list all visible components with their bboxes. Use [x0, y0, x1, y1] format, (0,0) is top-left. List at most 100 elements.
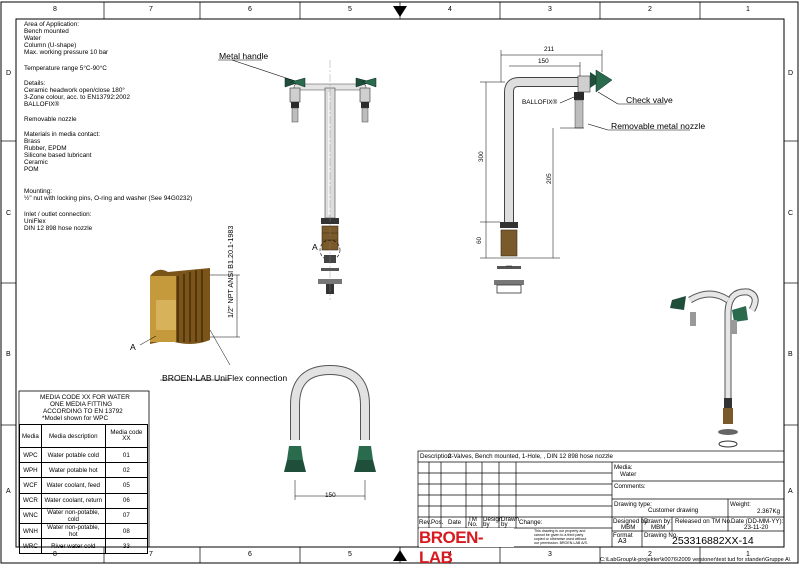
cell-description: River water cold: [40, 538, 106, 555]
description-value: 2-Valves, Bench mounted, 1-Hole, , DIN 1…: [448, 453, 613, 460]
format-value: A3: [618, 538, 627, 545]
designed-by-label: Designed by:: [613, 518, 650, 525]
detail-a-section: [139, 268, 240, 381]
cell-code: 07: [104, 507, 149, 524]
top-view: [284, 364, 376, 500]
comments-label: Comments:: [614, 483, 646, 490]
spec-line: Max. working pressure 10 bar: [24, 49, 109, 56]
isometric-view: [670, 288, 759, 448]
copyright-line: cannot be given to a third party: [534, 533, 584, 537]
drawn-by-header: Drawn by: [501, 516, 519, 529]
dim-205: 205: [546, 173, 553, 184]
spec-line: DIN 12 898 hose nozzle: [24, 225, 93, 232]
pos-header: Pos.: [431, 519, 444, 526]
zone-col-7: 7: [149, 6, 153, 13]
zone-col-7-bottom: 7: [149, 551, 153, 558]
spec-line: Water: [24, 35, 41, 42]
dim-300: 300: [478, 151, 485, 162]
cell-code: 06: [104, 492, 149, 509]
copyright-line: This drawing is our property and: [534, 529, 586, 533]
spec-line: Bench mounted: [24, 28, 69, 35]
drawing-type-label: Drawing type:: [614, 501, 652, 508]
cell-description: Water coolant, return: [40, 492, 106, 509]
table-header-row: Media Media description Media code XX: [19, 424, 149, 448]
cell-code: 05: [104, 477, 149, 494]
date-value: 23-11-20: [744, 524, 769, 531]
callout-uniflex: BROEN-LAB UniFlex connection: [162, 373, 288, 383]
zone-col-5-bottom: 5: [348, 551, 352, 558]
zone-col-3: 3: [548, 6, 552, 13]
design-by-header: Design by: [483, 516, 503, 529]
side-view: [494, 69, 613, 294]
zone-col-6-bottom: 6: [248, 551, 252, 558]
spec-line: Rubber, EPDM: [24, 145, 67, 152]
cell-description: Water non-potable, cold: [40, 507, 106, 524]
weight-value: 2.367Kg: [757, 508, 781, 515]
spec-line: BALLOFIX®: [24, 101, 60, 108]
section-marker-a: A: [312, 242, 318, 252]
media-title-line: ONE MEDIA FITTING: [50, 401, 113, 408]
zone-col-1: 1: [746, 6, 750, 13]
callout-thread: 1/2" NPT ANSI B1.20.1-1983: [226, 225, 235, 318]
spec-line: ½" nut with locking pins, O-ring and was…: [24, 195, 193, 202]
spec-line: Details:: [24, 80, 46, 87]
callout-removable-nozzle: Removable metal nozzle: [611, 121, 706, 131]
date-header: Date: [448, 519, 462, 526]
dim-150-top: 150: [325, 492, 336, 499]
zone-row-a: A: [6, 488, 11, 495]
rev-header: Rev.: [419, 519, 432, 526]
cell-media: WPH: [19, 462, 42, 479]
change-header: Change:: [519, 519, 543, 526]
center-mark-bottom: [393, 550, 407, 561]
front-view: [284, 60, 377, 300]
callout-check-valve: Check valve: [626, 95, 673, 105]
media-value: Water: [620, 471, 637, 478]
copyright-note: This drawing is our property and cannot …: [534, 529, 588, 545]
cell-description: Water potable hot: [40, 462, 106, 479]
header-code: Media code XX: [104, 424, 149, 448]
drawing-type-value: Customer drawing: [648, 507, 699, 514]
copyright-line: copied or otherwise used without: [534, 537, 587, 541]
detail-label-a: A: [130, 342, 136, 352]
spec-line: Inlet / outlet connection:: [24, 211, 92, 218]
cell-media: WPC: [19, 446, 42, 464]
cell-description: Water potable cold: [40, 446, 106, 464]
callout-metal-handle: Metal handle: [219, 51, 269, 61]
zone-col-2-bottom: 2: [648, 551, 652, 558]
zone-col-3-bottom: 3: [548, 551, 552, 558]
weight-label: Weight:: [730, 501, 751, 508]
spec-line: POM: [24, 166, 39, 173]
callout-ballofix: BALLOFIX®: [522, 99, 558, 106]
media-code-table: Media Media description Media code XX WP…: [19, 424, 149, 555]
zone-col-1-bottom: 1: [746, 551, 750, 558]
spec-line: Materials in media contact:: [24, 131, 101, 138]
metal-handle-leader: [231, 59, 293, 81]
zone-col-8-bottom: 8: [53, 551, 57, 558]
spec-temperature: Temperature range 5°C-90°C: [24, 65, 107, 72]
cell-description: Water non-potable, hot: [40, 522, 106, 540]
zone-col-8: 8: [53, 6, 57, 13]
media-label: Media:: [614, 464, 633, 471]
tm-header: TM No.: [468, 516, 478, 529]
zone-col-5: 5: [348, 6, 352, 13]
title-block-grid: [417, 450, 785, 548]
drawn-by-label: Drawn by:: [644, 518, 672, 525]
spec-line: Mounting:: [24, 188, 53, 195]
spec-line: Silicone based lubricant: [24, 152, 92, 159]
dim-150-side: 150: [538, 58, 549, 65]
media-title-line: MEDIA CODE XX FOR WATER: [40, 394, 130, 401]
cell-media: WRC: [19, 538, 42, 555]
spec-line: Ceramic: [24, 159, 48, 166]
zone-row-b: B: [6, 351, 11, 358]
cell-code: 02: [104, 462, 149, 479]
dim-60: 60: [476, 236, 483, 244]
spec-line: Area of Application:: [24, 21, 80, 28]
zone-row-c: C: [6, 210, 12, 217]
designed-by-value: MBM: [621, 524, 636, 531]
date-label: Date (DD-MM-YY):: [731, 518, 784, 525]
